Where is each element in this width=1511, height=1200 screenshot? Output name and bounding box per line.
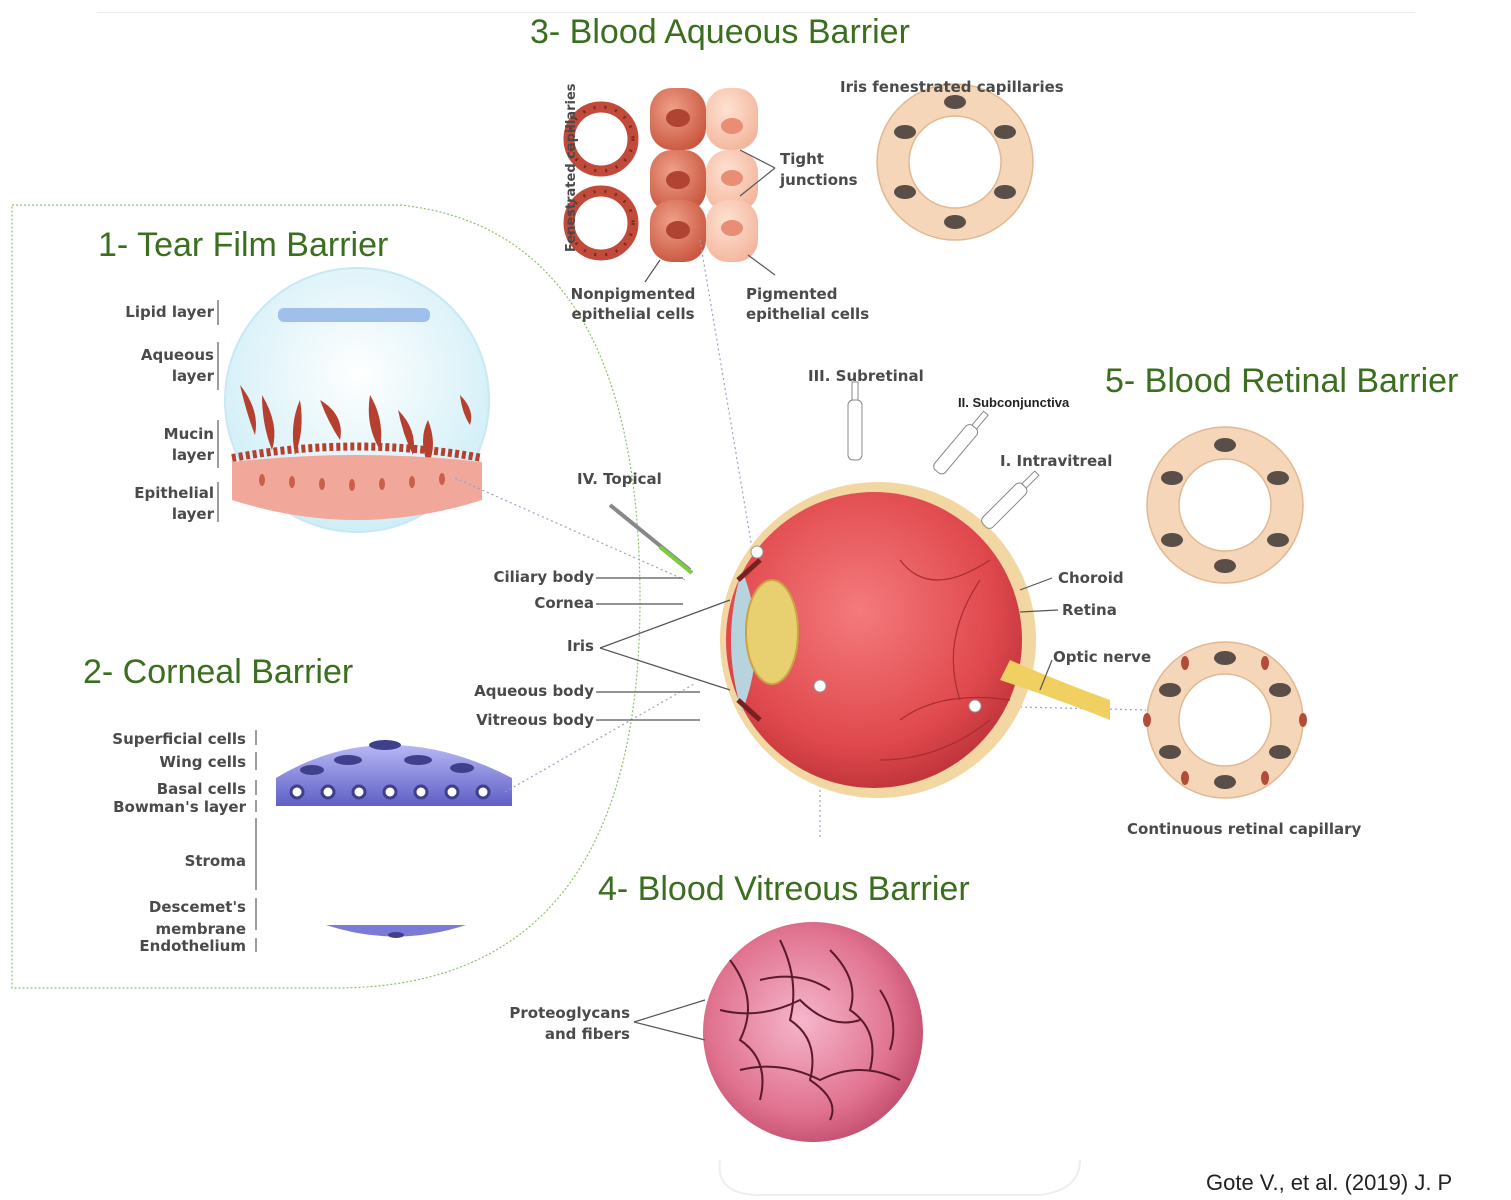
aqueous-layer-label-1: Aqueous [110, 346, 214, 364]
cornea-label: Cornea [440, 594, 594, 612]
vitreous-body-label: Vitreous body [440, 711, 594, 729]
nonpigmented-label-2: epithelial cells [558, 305, 708, 323]
continuous-retinal-capillary-label: Continuous retinal capillary [1127, 820, 1361, 838]
proteoglycans-label-2: and fibers [470, 1025, 630, 1043]
tear-film-illustration [225, 268, 489, 532]
iris-label: Iris [440, 637, 594, 655]
eye-cross-section [720, 482, 1110, 798]
pigmented-epithelial-cells [706, 88, 758, 262]
subconjunctival-route-label: II. Subconjunctiva [958, 395, 1069, 411]
bowmans-layer-label: Bowman's layer [80, 798, 246, 816]
corneal-barrier-title: 2- Corneal Barrier [83, 655, 353, 689]
pigmented-label-1: Pigmented [746, 285, 837, 303]
descemets-label-2: membrane [80, 920, 246, 938]
epithelial-layer-label-1: Epithelial [110, 484, 214, 502]
epithelial-layer-label-2: layer [110, 505, 214, 523]
optic-nerve-label: Optic nerve [1053, 648, 1151, 666]
vitreous-pointers [634, 1000, 705, 1040]
corneal-illustration [276, 740, 512, 938]
choroid-label: Choroid [1058, 569, 1124, 587]
retinal-capillary-ring-top [1147, 427, 1303, 583]
wing-cells-label: Wing cells [80, 753, 246, 771]
proteoglycans-label-1: Proteoglycans [470, 1004, 630, 1022]
aqueous-layer-label-2: layer [110, 367, 214, 385]
basal-cells-label: Basal cells [80, 780, 246, 798]
blood-vitreous-barrier-title: 4- Blood Vitreous Barrier [598, 872, 970, 906]
nonpigmented-epithelial-cells [650, 88, 706, 262]
tear-film-barrier-title: 1- Tear Film Barrier [98, 228, 388, 262]
intravitreal-route-label: I. Intravitreal [1000, 452, 1112, 470]
lipid-layer-label: Lipid layer [110, 303, 214, 321]
subretinal-route-label: III. Subretinal [808, 367, 924, 385]
endothelium-label: Endothelium [80, 937, 246, 955]
stroma-label: Stroma [80, 852, 246, 870]
fenestrated-capillaries-label: Fenestrated capillaries [564, 83, 580, 253]
ciliary-body-label: Ciliary body [440, 568, 594, 586]
pigmented-label-2: epithelial cells [746, 305, 869, 323]
nonpigmented-label-1: Nonpigmented [558, 285, 708, 303]
retinal-capillary-ring-bottom [1143, 642, 1307, 798]
vitreous-sphere [703, 922, 923, 1142]
superficial-cells-label: Superficial cells [80, 730, 246, 748]
retina-label: Retina [1062, 601, 1117, 619]
iris-capillary-ring [877, 84, 1033, 240]
blood-retinal-barrier-title: 5- Blood Retinal Barrier [1105, 364, 1458, 398]
mucin-layer-label-1: Mucin [110, 425, 214, 443]
tight-junctions-label-1: Tight [780, 150, 824, 168]
watermark-arc [720, 1160, 1081, 1195]
citation-text: Gote V., et al. (2019) J. P [1206, 1170, 1452, 1196]
tight-junctions-label-2: junctions [780, 171, 858, 189]
blood-aqueous-barrier-title: 3- Blood Aqueous Barrier [530, 15, 910, 49]
iris-fenestrated-capillaries-label: Iris fenestrated capillaries [840, 78, 1064, 96]
aqueous-body-label: Aqueous body [440, 682, 594, 700]
descemets-label-1: Descemet's [80, 898, 246, 916]
topical-route-label: IV. Topical [577, 470, 662, 488]
mucin-layer-label-2: layer [110, 446, 214, 464]
